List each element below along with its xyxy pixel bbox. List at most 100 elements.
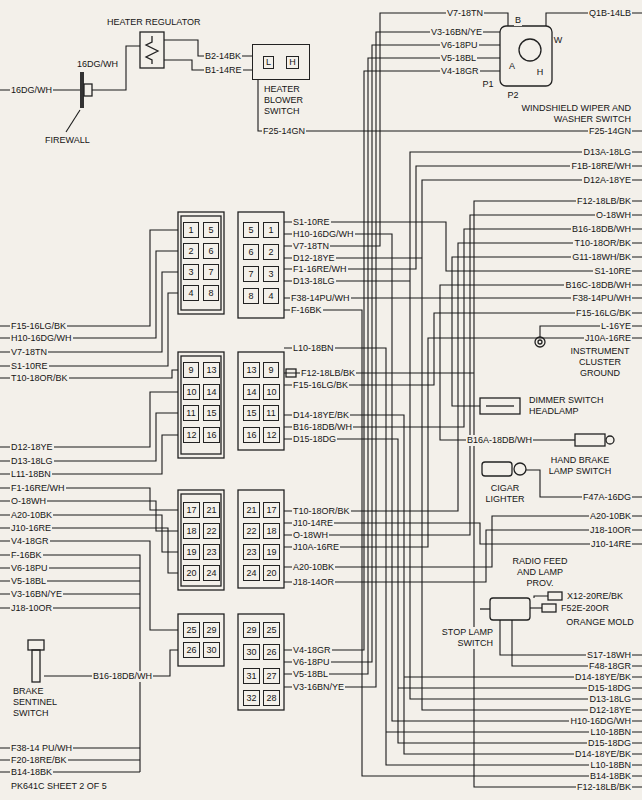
pin-cell: 12 <box>263 427 280 443</box>
pin-number: 24 <box>245 568 257 578</box>
pin-cell: 21 <box>203 502 220 518</box>
pin-number: 23 <box>205 547 217 557</box>
pin-number: 5 <box>247 225 254 235</box>
dimmer-switch <box>480 398 520 414</box>
pin-cell: 30 <box>203 642 220 658</box>
wire-label: A20-10BK <box>10 510 53 521</box>
wire-label: V4-18GR <box>292 645 332 656</box>
connector-housing <box>238 352 284 450</box>
wire-label: J10-14RE <box>590 539 632 550</box>
wire-label: B16-18DB/WH <box>571 224 632 235</box>
pin-number: 20 <box>185 568 197 578</box>
pin-cell: 10 <box>263 384 280 400</box>
pin-number: 8 <box>207 288 214 298</box>
wire-label: P1 <box>481 79 494 90</box>
wire-label: Q1B-14LB <box>588 8 632 19</box>
wire-label: H10-16DG/WH <box>10 333 73 344</box>
pin-cell: 6 <box>203 243 219 259</box>
wire-bundle <box>0 555 140 772</box>
wire <box>0 251 178 338</box>
pin-cell: 4 <box>183 285 199 301</box>
pin-cell: 32 <box>243 690 260 706</box>
wire <box>284 180 642 710</box>
pin-number: 27 <box>265 671 277 681</box>
wire-label: J10-14RE <box>292 518 334 529</box>
wire-label: F38-14 PU/WH <box>10 743 73 754</box>
pin-number: 17 <box>265 505 277 515</box>
pin-number: 14 <box>245 387 257 397</box>
wire-label: F12-18LB/BK <box>576 782 632 793</box>
wire-label: BRAKE SENTINEL SWITCH <box>12 686 64 719</box>
pin-number: 3 <box>187 267 194 277</box>
regulator-resistor <box>146 36 158 64</box>
pin-cell: 29 <box>203 622 220 638</box>
wire <box>0 528 178 573</box>
pin-number: 11 <box>185 408 196 418</box>
pin-number: 21 <box>245 505 257 515</box>
wiper-rotor <box>519 39 541 61</box>
pin-number: 6 <box>207 246 214 256</box>
wire-label: F1-16RE/WH <box>10 483 66 494</box>
pin-number: 30 <box>205 645 217 655</box>
wire-label: D13-18LG <box>588 694 632 705</box>
wire <box>284 313 642 385</box>
wire <box>284 152 642 699</box>
wire-label: V7-18TN <box>446 8 484 19</box>
wire <box>284 439 642 743</box>
wire <box>284 516 642 567</box>
pin-cell: 19 <box>263 544 280 560</box>
wire-label: T10-18OR/BK <box>10 373 69 384</box>
pin-number: 11 <box>265 408 276 418</box>
wire-label: P2 <box>506 90 519 101</box>
wire <box>440 285 642 440</box>
pin-cell: 15 <box>203 405 220 421</box>
pin-number: 19 <box>265 547 277 557</box>
ground-ring-hole <box>538 340 542 344</box>
connector-housing <box>178 212 224 314</box>
pin-number: 5 <box>207 225 214 235</box>
pin-cell: 14 <box>243 384 260 400</box>
wire-label: H10-16DG/WH <box>569 716 632 727</box>
wire-label: V5-18BL <box>10 576 47 587</box>
wire-label: V5-18BL <box>440 53 477 64</box>
pin-cell: 18 <box>183 523 200 539</box>
pin-cell: 27 <box>263 668 280 684</box>
wire <box>0 392 178 447</box>
wire-label: J18-10OR <box>589 525 632 536</box>
pin-cell: 23 <box>203 544 220 560</box>
regulator-body <box>140 32 164 68</box>
pin-number: 13 <box>245 365 257 375</box>
connector-housing <box>178 490 224 590</box>
pin-number: 1 <box>187 225 194 235</box>
pin-cell: 19 <box>183 544 200 560</box>
wire <box>284 348 642 765</box>
connector-frame <box>181 216 221 310</box>
leader-line <box>66 110 80 132</box>
wire-label: T10-18OR/BK <box>573 238 632 249</box>
wire-label: T10-18OR/BK <box>292 506 351 517</box>
wire-label: D15-18DG <box>587 738 632 749</box>
orange-mold-plug <box>542 604 556 612</box>
pin-number: 23 <box>245 547 257 557</box>
pin-number: 17 <box>185 505 197 515</box>
firewall-plug <box>84 84 92 96</box>
sentinel-head <box>28 640 44 650</box>
wire-label: HAND BRAKE LAMP SWITCH <box>547 455 613 477</box>
wire-label: STOP LAMP SWITCH <box>438 627 494 649</box>
wire-label: L10-18BN <box>589 727 632 738</box>
pin-number: 4 <box>187 288 194 298</box>
wire <box>0 541 178 630</box>
wire-label: F12-18LB/BK <box>576 196 632 207</box>
wire-label: V7-18TN <box>10 347 48 358</box>
pin-cell: 8 <box>203 285 219 301</box>
wire-label: D15-18DG <box>292 434 337 445</box>
pin-cell: 21 <box>243 502 260 518</box>
pin-number: 21 <box>205 505 217 515</box>
sentinel-body <box>32 650 40 682</box>
pin-number: 29 <box>245 625 257 635</box>
wire <box>284 415 642 754</box>
connector-housing <box>178 614 224 666</box>
wire-label: O-18WH <box>10 496 47 507</box>
wire-label: WINDSHIELD WIPER AND WASHER SWITCH <box>510 103 632 125</box>
